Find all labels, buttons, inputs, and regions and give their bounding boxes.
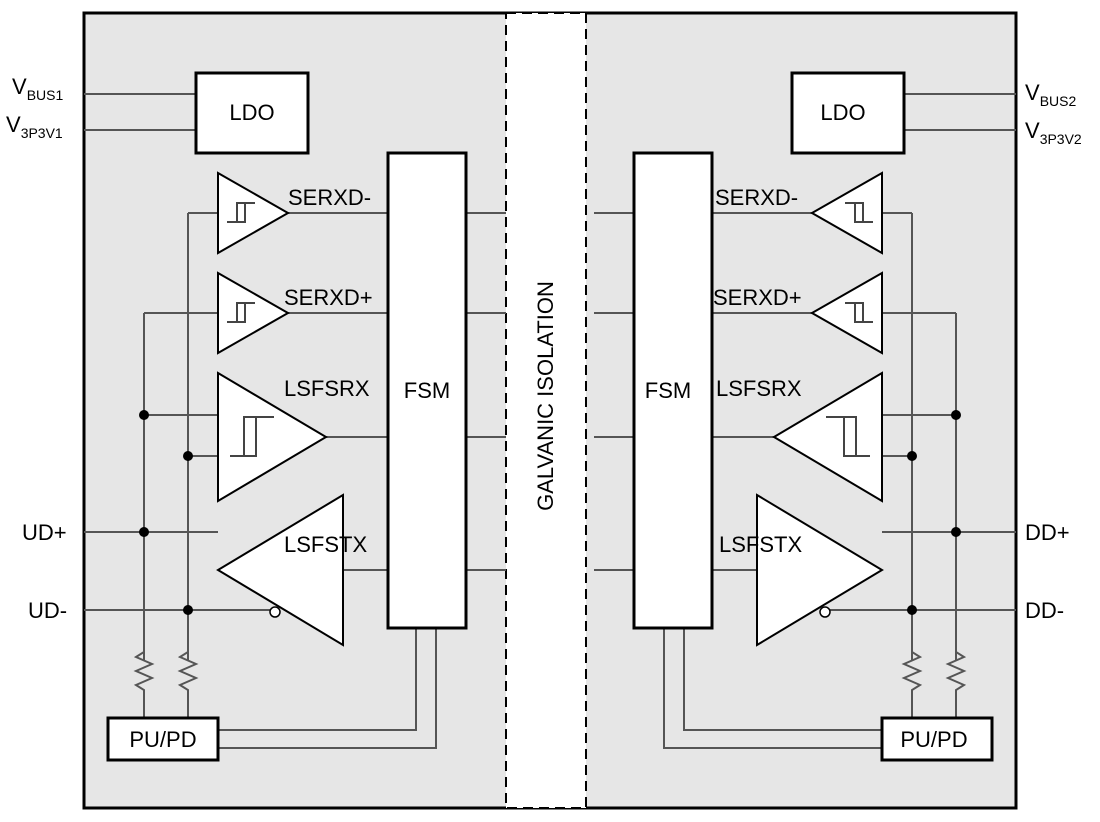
dd-plus-label: DD+ (1025, 520, 1070, 545)
ud-minus-label: UD- (28, 598, 67, 623)
isolation-label: GALVANIC ISOLATION (533, 281, 558, 511)
ldo-label: LDO (820, 100, 865, 125)
v3p3v1-label: V3P3V1 (6, 112, 63, 141)
serxd-plus-label: SERXD+ (713, 285, 802, 310)
fsm-block (386, 151, 468, 630)
vbus1-label: VBUS1 (12, 74, 63, 103)
serxd-minus-label: SERXD- (288, 185, 371, 210)
right-labels: VBUS2 V3P3V2 LDO FSM SERXD- SERXD+ LSFSR… (645, 80, 1082, 752)
pupd-label: PU/PD (900, 727, 967, 752)
v3p3v2-label: V3P3V2 (1025, 118, 1082, 147)
vbus2-label: VBUS2 (1025, 80, 1076, 109)
serxd-minus-label: SERXD- (715, 185, 798, 210)
isolation-barrier (505, 12, 587, 809)
fsm-label: FSM (645, 378, 691, 403)
lsfstx-label: LSFSTX (284, 532, 367, 557)
left-half (84, 71, 506, 762)
lsfsrx-label: LSFSRX (284, 376, 370, 401)
serxd-plus-label: SERXD+ (284, 285, 373, 310)
lsfstx-label: LSFSTX (719, 532, 802, 557)
wires (84, 93, 506, 749)
fsm-label: FSM (404, 378, 450, 403)
serxd-plus-receiver (217, 271, 291, 355)
lsfsrx-receiver (217, 371, 328, 503)
lsfsrx-label: LSFSRX (716, 376, 802, 401)
ldo-block (194, 71, 310, 155)
pupd-block (106, 716, 220, 762)
ud-plus-label: UD+ (22, 520, 67, 545)
junction-dots (139, 410, 193, 615)
inversion-bubble (269, 606, 281, 618)
dd-minus-label: DD- (1025, 598, 1064, 623)
left-labels: VBUS1 V3P3V1 LDO FSM SERXD- SERXD+ LSFSR… (6, 74, 450, 752)
ldo-label: LDO (229, 100, 274, 125)
pupd-label: PU/PD (129, 727, 196, 752)
serxd-minus-receiver (217, 171, 291, 255)
lsfstx-driver (216, 493, 344, 647)
